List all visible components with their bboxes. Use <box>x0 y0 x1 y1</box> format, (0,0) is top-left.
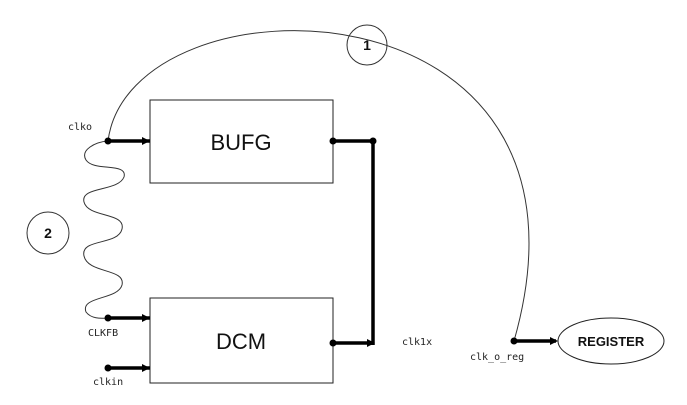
clko-node-dot <box>104 137 112 145</box>
clk1x-label: clk1x <box>402 337 432 348</box>
clkfb-label: CLKFB <box>88 328 118 339</box>
register-label: REGISTER <box>578 334 645 349</box>
clk-o-reg-node-dot <box>510 337 518 345</box>
register-ellipse <box>557 317 665 365</box>
register-input-arrow <box>550 337 558 345</box>
clkin-node-dot <box>104 364 112 372</box>
bufg-output-dot <box>329 137 337 145</box>
clk-o-reg-label: clk_o_reg <box>470 352 524 363</box>
path-1-number: 1 <box>363 37 371 53</box>
dcm-clkin-arrow <box>142 364 150 372</box>
path-1-marker-circle <box>346 24 388 66</box>
clko-label: clko <box>68 122 92 133</box>
junction-bottom-arrow <box>367 339 375 347</box>
dcm-output-dot <box>329 339 337 347</box>
clkfb-node-dot <box>104 314 112 322</box>
dcm-label: DCM <box>216 329 266 354</box>
dcm-box <box>149 297 334 384</box>
arc-path-1 <box>107 30 530 342</box>
bufg-label: BUFG <box>210 130 271 155</box>
path-2-number: 2 <box>44 225 52 241</box>
feedback-trace-path-2 <box>83 140 125 319</box>
dcm-clkfb-arrow <box>142 314 150 322</box>
bufg-input-arrow <box>142 137 150 145</box>
clkin-label: clkin <box>93 377 123 388</box>
junction-top-dot <box>369 137 377 145</box>
bufg-box <box>149 99 334 184</box>
path-2-marker-circle <box>26 211 70 255</box>
